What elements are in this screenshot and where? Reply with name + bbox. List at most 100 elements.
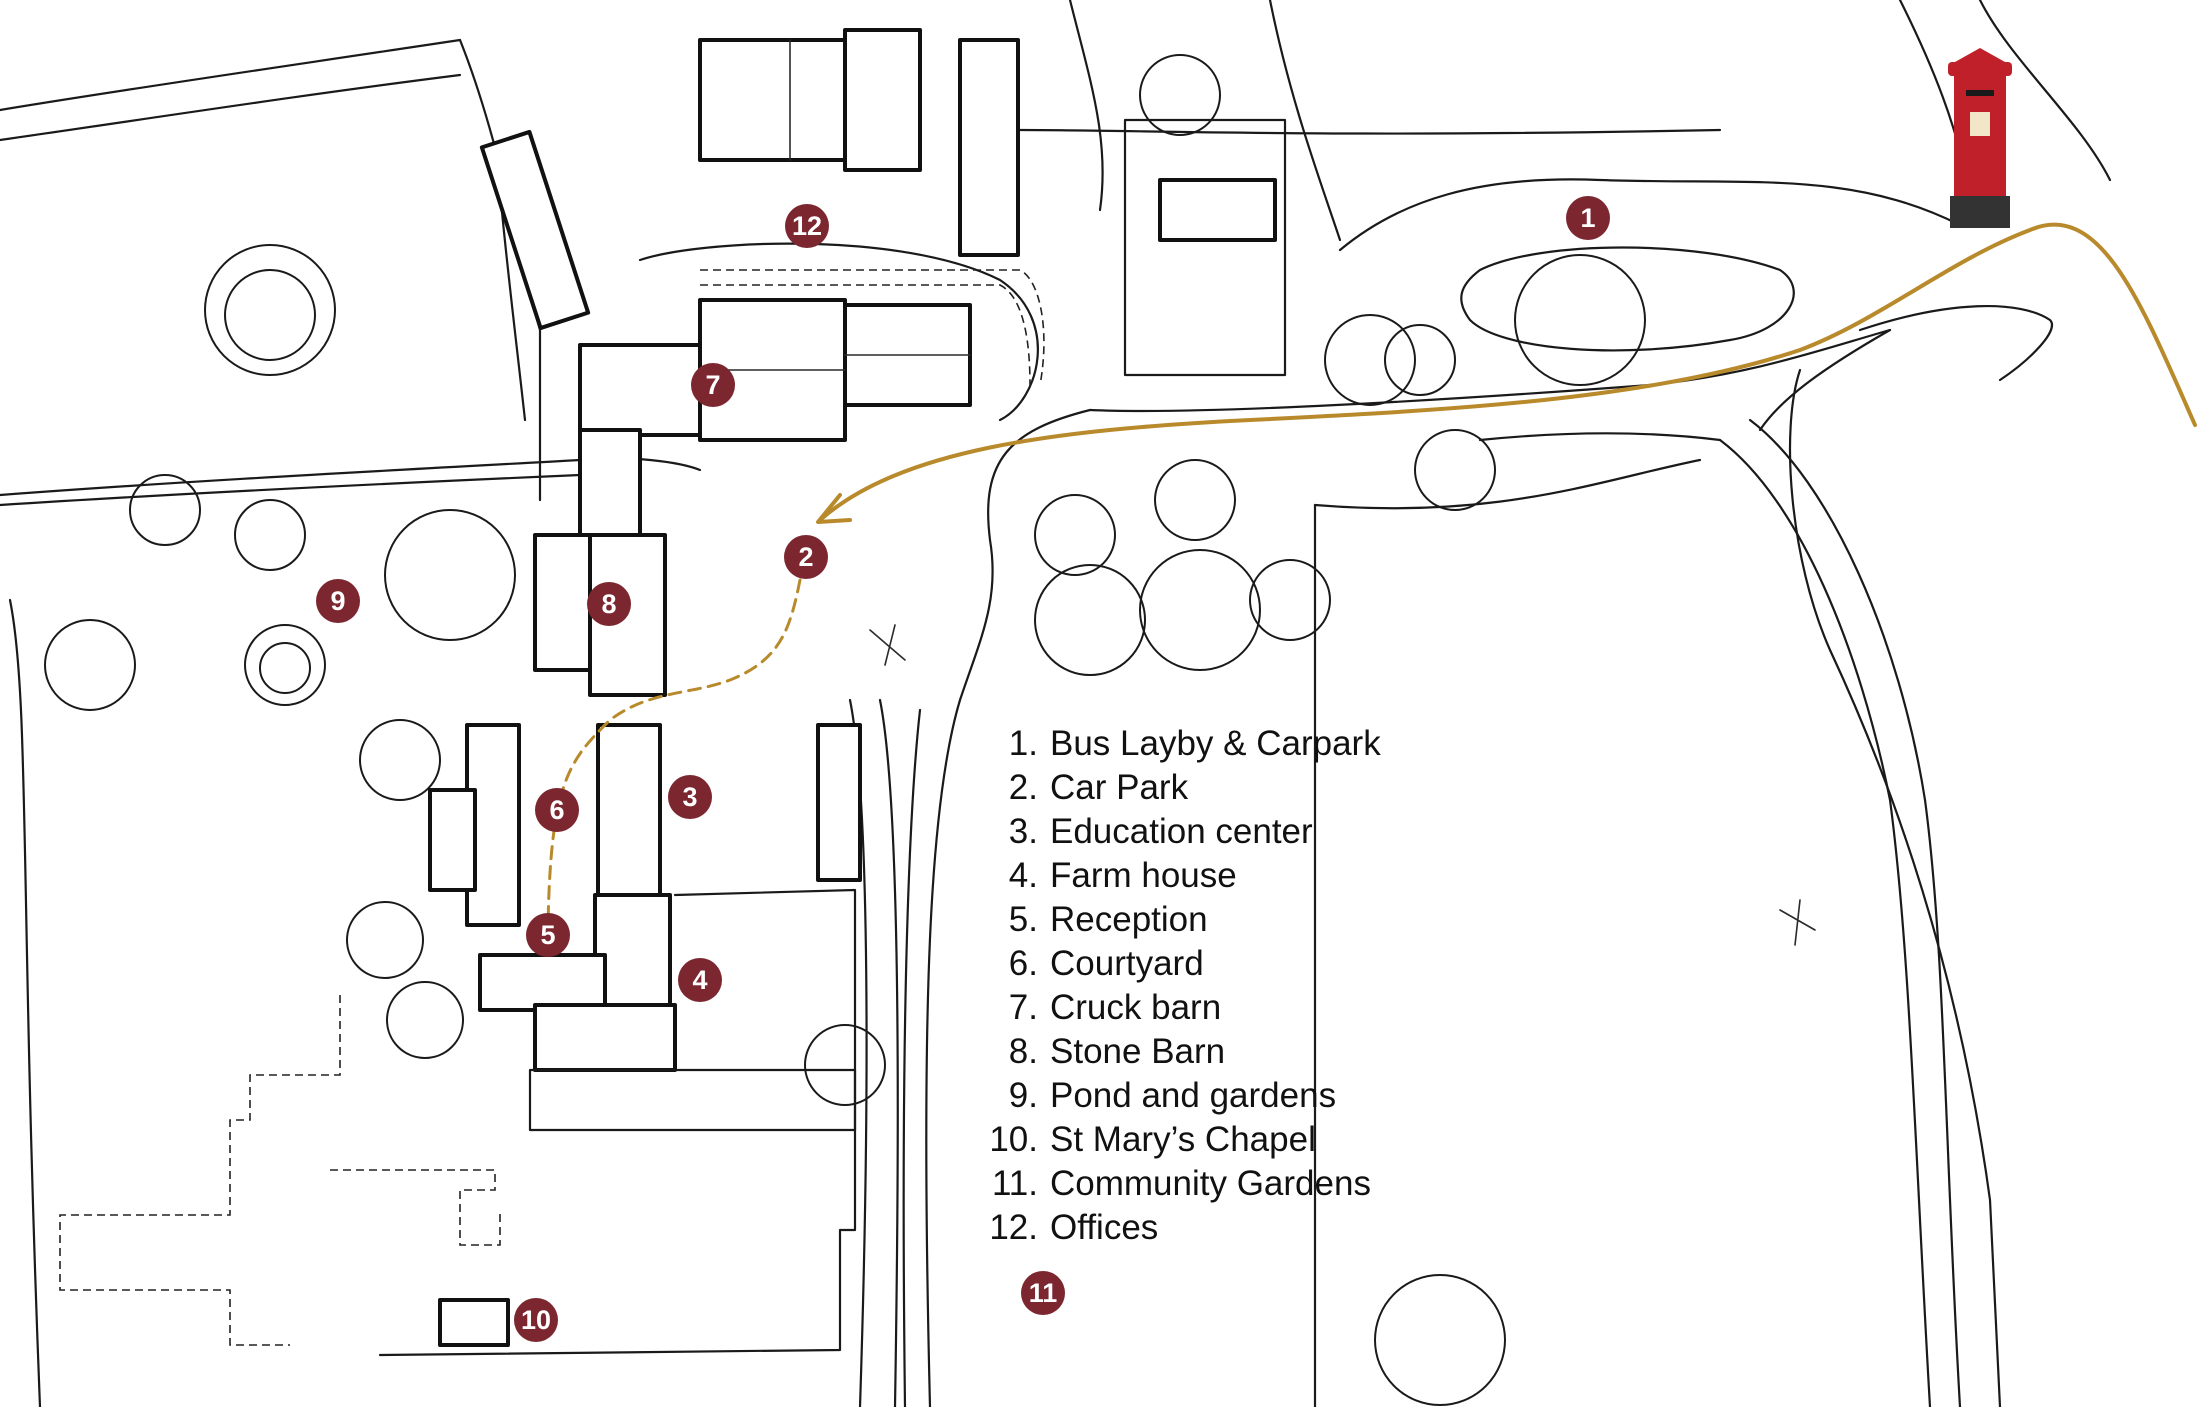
marker-11-label: 11 — [1029, 1278, 1058, 1308]
marker-3-dot — [668, 775, 712, 819]
tree-icon — [1249, 559, 1331, 641]
marker-8-label: 8 — [601, 589, 616, 619]
marker-5-dot — [526, 913, 570, 957]
legend-label: Courtyard — [1050, 944, 1204, 983]
buildings — [59, 28, 1287, 1357]
main-road-upper — [1338, 178, 1962, 252]
north-boundary-line-1 — [0, 38, 462, 112]
legend-number: 1. — [1008, 724, 1038, 763]
markers: 1 2 3 4 5 6 7 8 9 10 11 — [316, 196, 1610, 1342]
marker-4-dot — [678, 958, 722, 1002]
legend-item: 10. St Mary’s Chapel — [970, 1118, 1381, 1162]
marker-9: 9 — [316, 579, 360, 623]
road-junction-a — [1478, 432, 1722, 442]
legend-label: Car Park — [1050, 768, 1189, 807]
offices-path-2 — [700, 284, 1031, 386]
marker-1: 1 — [1566, 196, 1610, 240]
marker-2: 2 — [784, 535, 828, 579]
trees — [44, 54, 1646, 1406]
legend-label: Bus Layby & Carpark — [1050, 724, 1381, 763]
legend-label: St Mary’s Chapel — [1050, 1120, 1316, 1159]
legend-number: 5. — [1008, 900, 1038, 939]
building-reception-wing — [428, 788, 477, 892]
garden-footprint-2 — [330, 1169, 501, 1246]
marker-9-dot — [316, 579, 360, 623]
west-lane-left — [8, 598, 42, 1407]
farm-garden-wall — [673, 888, 857, 1132]
marker-2-label: 2 — [798, 542, 813, 572]
building-st-marys-chapel — [438, 1298, 510, 1347]
tree-icon — [204, 244, 336, 376]
legend-item: 1. Bus Layby & Carpark — [970, 722, 1381, 766]
building-farm-house-south — [533, 1003, 677, 1072]
legend-number: 4. — [1008, 856, 1038, 895]
tree-icon — [244, 624, 326, 706]
tree-icon — [1139, 54, 1221, 136]
postbox-base — [1950, 196, 2010, 228]
postbox-slot — [1966, 90, 1994, 96]
road-curve-west-inner — [902, 708, 922, 1407]
marker-11-dot — [1021, 1271, 1065, 1315]
road-curve-west — [925, 408, 1092, 1407]
marker-7-label: 7 — [705, 370, 720, 400]
legend-label: Farm house — [1050, 856, 1237, 895]
legend-item: 2. Car Park — [970, 766, 1381, 810]
main-road-lower — [1088, 328, 1892, 413]
tree-icon — [359, 719, 441, 801]
cottage-plot — [1123, 118, 1287, 377]
legend-label: Education center — [1050, 812, 1313, 851]
north-lane-3 — [1268, 0, 1342, 242]
north-lane — [1018, 128, 1722, 135]
legend-item: 12. Offices — [970, 1206, 1381, 1250]
legend-number: 10. — [989, 1120, 1038, 1159]
farm-yard — [528, 1068, 857, 1132]
tree-icon — [259, 642, 311, 694]
legend-item: 7.Cruck barn — [970, 986, 1381, 1030]
postbox-crown — [1955, 48, 2005, 62]
layby-oval — [1460, 246, 1795, 352]
marker-8-dot — [587, 582, 631, 626]
legend-number: 6. — [1008, 944, 1038, 983]
marker-6: 6 — [535, 788, 579, 832]
marker-7-dot — [691, 363, 735, 407]
legend-label: Pond and gardens — [1050, 1076, 1337, 1115]
marker-10-label: 10 — [521, 1305, 551, 1335]
tree-icon — [386, 981, 464, 1059]
legend-number: 2. — [1008, 768, 1038, 807]
legend-number: 12. — [989, 1208, 1038, 1247]
legend-item: 6. Courtyard — [970, 942, 1381, 986]
tree-icon — [346, 901, 424, 979]
tree-icon — [1374, 1274, 1506, 1406]
building-farm-house-wing — [478, 953, 607, 1012]
postbox-icon — [1948, 48, 2012, 228]
tree-icon — [1034, 564, 1146, 676]
marker-10: 10 — [514, 1298, 558, 1342]
east-verge-2 — [1788, 368, 2002, 1407]
building-education-east — [816, 723, 862, 882]
legend-label: Reception — [1050, 900, 1208, 939]
chapel-boundary — [378, 1128, 857, 1357]
building-education-center — [596, 723, 662, 897]
cross-mark-2 — [1779, 899, 1816, 946]
marker-5: 5 — [526, 913, 570, 957]
legend-label: Cruck barn — [1050, 988, 1222, 1027]
tree-icon — [1034, 494, 1116, 576]
marker-3-label: 3 — [682, 782, 697, 812]
legend-number: 3. — [1008, 812, 1038, 851]
road-curve-east-inner — [1748, 418, 1962, 1407]
garden-footprint — [59, 995, 341, 1346]
north-lane-2 — [1068, 0, 1104, 212]
building-offices-a — [698, 38, 847, 162]
east-verge — [1858, 304, 2053, 382]
legend-label: Offices — [1050, 1208, 1159, 1247]
marker-8: 8 — [587, 582, 631, 626]
legend-number: 8. — [1008, 1032, 1038, 1071]
marker-11: 11 — [1021, 1271, 1065, 1315]
tree-icon — [1414, 429, 1496, 511]
field-boundary-mid-2 — [0, 473, 582, 507]
marker-6-dot — [535, 788, 579, 832]
map-legend: 1. Bus Layby & Carpark 2. Car Park 3. Educa… — [970, 722, 1381, 1250]
route-arrow-icon — [816, 493, 852, 524]
road-curve-east — [1718, 438, 1932, 1407]
